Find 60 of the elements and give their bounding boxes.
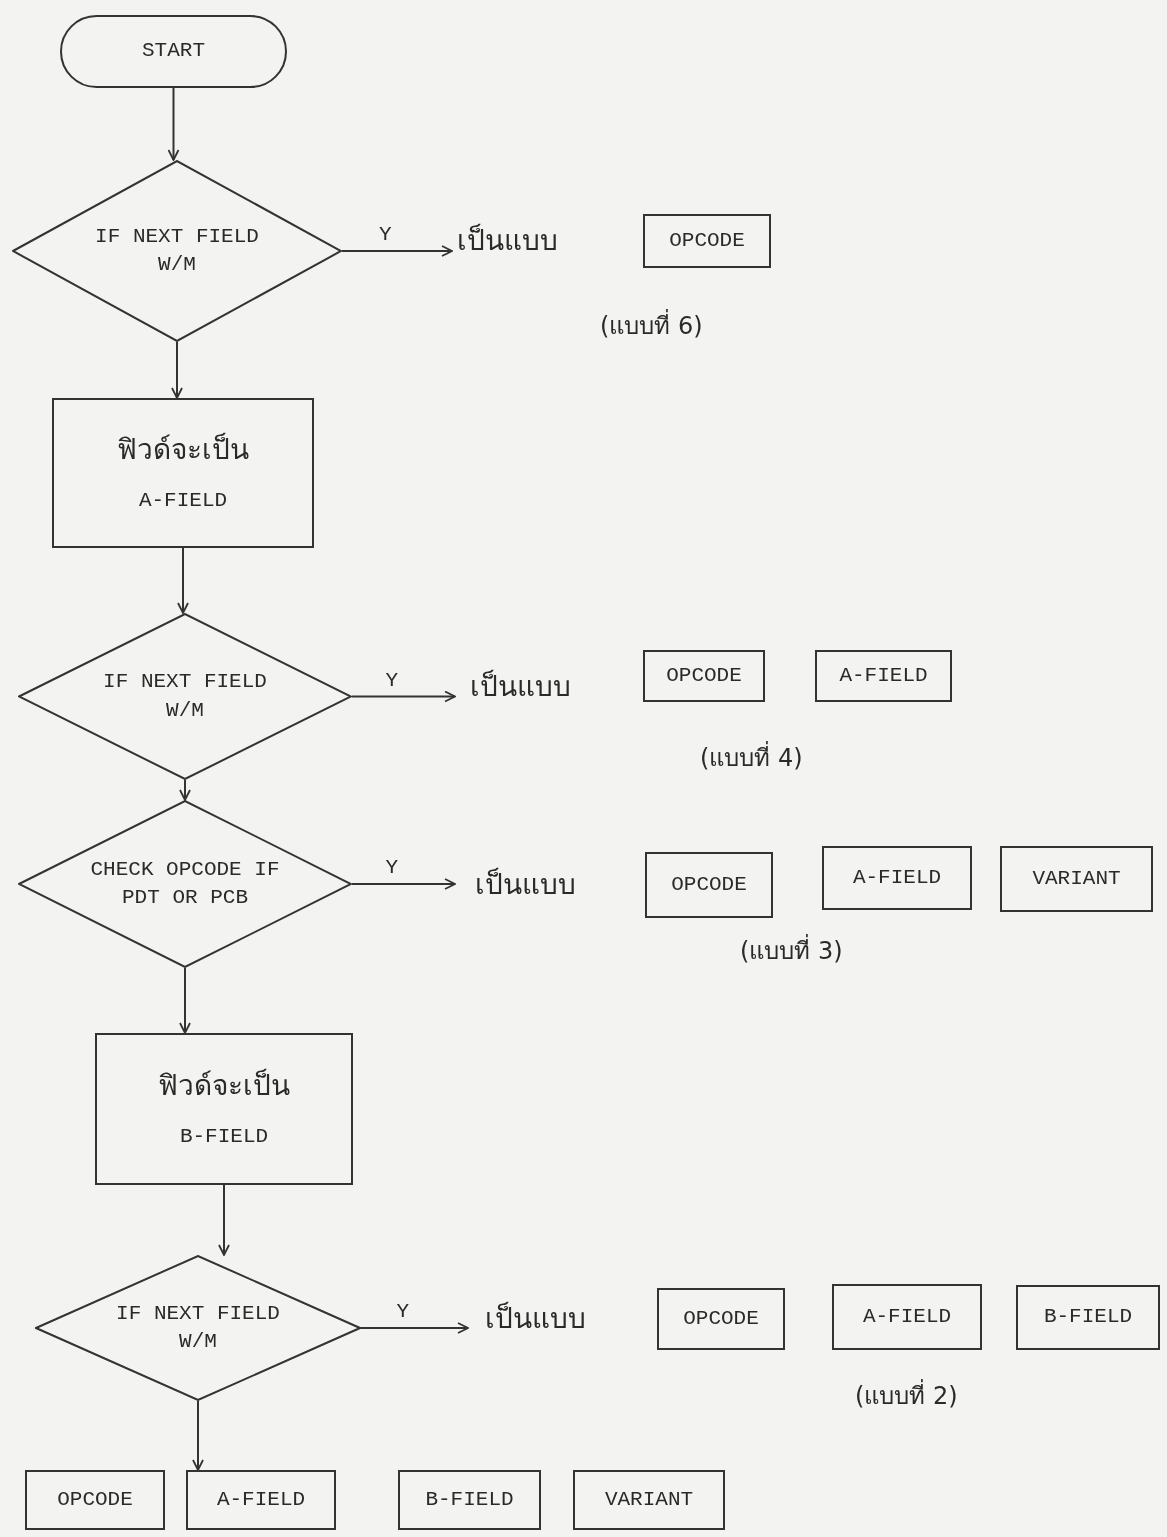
arrow xyxy=(192,1400,204,1471)
field-box xyxy=(815,650,952,702)
box-text: VARIANT xyxy=(604,1486,694,1513)
result-text: เป็นแบบ xyxy=(468,1296,603,1342)
box-text: A-FIELD xyxy=(862,1303,952,1330)
process-box xyxy=(95,1033,353,1185)
arrow xyxy=(179,779,191,801)
field-box xyxy=(398,1470,541,1530)
field-box xyxy=(1000,846,1153,912)
pattern-caption: (แบบที่ 6) xyxy=(600,310,703,344)
arrow xyxy=(177,547,189,614)
decision-diamond xyxy=(35,1255,361,1401)
field-box xyxy=(1016,1285,1160,1350)
box-text: A-FIELD xyxy=(852,864,942,891)
arrow xyxy=(341,245,453,257)
box-text: VARIANT xyxy=(1032,865,1121,892)
box-heading: ฟิวด์จะเป็น xyxy=(117,431,249,469)
pattern-caption: (แบบที่ 3) xyxy=(740,935,843,969)
box-text: OPCODE xyxy=(683,1305,759,1332)
field-box xyxy=(832,1284,982,1350)
arrow xyxy=(171,341,183,399)
pattern-caption: (แบบที่ 2) xyxy=(855,1380,958,1414)
decision-diamond xyxy=(18,800,352,968)
arrow xyxy=(360,1322,469,1334)
field-box xyxy=(822,846,972,910)
box-text: OPCODE xyxy=(666,662,742,689)
arrow xyxy=(351,690,456,703)
pattern-caption: (แบบที่ 4) xyxy=(700,742,803,776)
box-text: A-FIELD xyxy=(839,662,928,689)
result-text: เป็นแบบ xyxy=(452,218,562,264)
box-text: IF NEXT FIELD W/M xyxy=(102,669,268,724)
field-box xyxy=(643,650,765,702)
box-text: IF NEXT FIELD W/M xyxy=(94,223,260,278)
result-text: เป็นแบบ xyxy=(455,862,595,908)
arrow xyxy=(218,1184,230,1256)
box-text: START xyxy=(142,38,205,65)
box-text: IF NEXT FIELD W/M xyxy=(115,1300,281,1355)
field-box xyxy=(25,1470,165,1530)
result-text: เป็นแบบ xyxy=(455,664,585,710)
box-text: A-FIELD xyxy=(216,1486,306,1513)
process-box xyxy=(52,398,314,548)
field-box xyxy=(657,1288,785,1350)
box-text: OPCODE xyxy=(671,871,747,898)
arrow xyxy=(351,878,456,890)
box-text: A-FIELD xyxy=(138,488,228,515)
box-text: B-FIELD xyxy=(425,1486,514,1513)
box-heading: ฟิวด์จะเป็น xyxy=(158,1067,290,1105)
box-text: B-FIELD xyxy=(1043,1304,1133,1331)
field-box xyxy=(643,214,771,268)
box-text: OPCODE xyxy=(669,227,745,254)
decision-diamond xyxy=(18,613,352,780)
field-box xyxy=(645,852,773,918)
box-text: CHECK OPCODE IF PDT OR PCB xyxy=(89,856,281,911)
field-box xyxy=(186,1470,336,1530)
box-text: B-FIELD xyxy=(179,1124,269,1151)
decision-diamond xyxy=(12,160,342,342)
box-text: OPCODE xyxy=(57,1486,133,1513)
arrow xyxy=(167,87,180,161)
arrow xyxy=(179,967,191,1034)
field-box xyxy=(573,1470,725,1530)
